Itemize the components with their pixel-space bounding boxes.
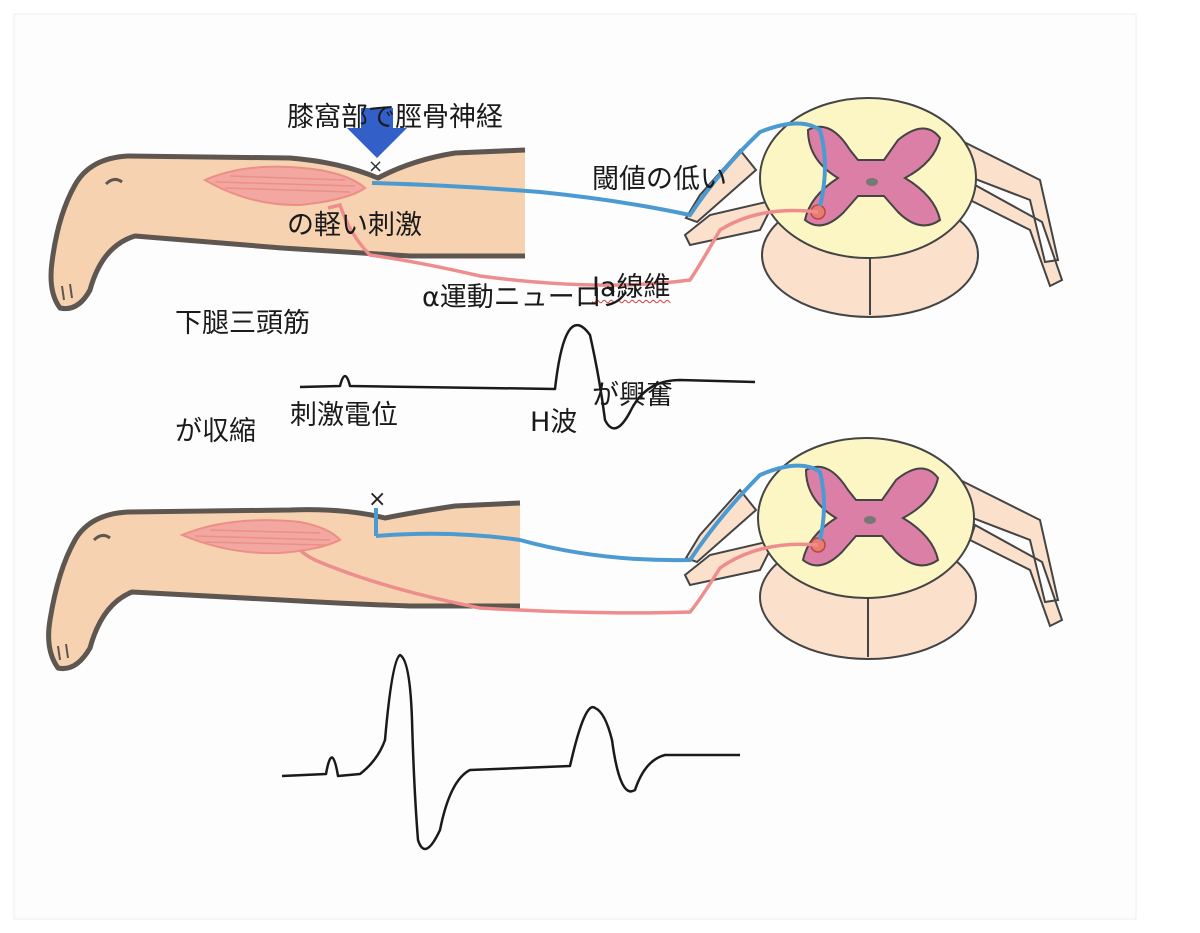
stimulus-point-x-icon: ×: [368, 156, 383, 177]
top-leg-group: [48, 147, 526, 312]
bottom-spinal-cord: [683, 437, 1064, 660]
top-heel-mark: [104, 177, 123, 186]
top-toe-mark: [61, 283, 73, 301]
top-central-canal: [866, 178, 878, 186]
ia-fiber-label: 閾値の低い Ia線維 が興奮: [592, 90, 727, 450]
triceps-surae-line-2: が収縮: [175, 416, 256, 447]
alpha-motor-neuron-label: α運動ニューロン: [422, 282, 629, 313]
bottom-ia-fiber: [374, 463, 826, 563]
ia-fiber-line-2: Ia線維: [592, 272, 671, 303]
bottom-emg-trace: [281, 653, 740, 851]
stimulus-potential-label: 刺激電位: [290, 400, 398, 431]
triceps-surae-line-1: 下腿三頭筋: [175, 308, 310, 339]
bottom-heel-mark: [92, 533, 111, 542]
ia-fiber-line-1: 閾値の低い: [592, 164, 727, 195]
top-spinal-cord: [683, 97, 1064, 318]
top-alpha-motor-fiber: [327, 202, 819, 287]
stimulus-site-label: 膝窩部で脛骨神経 の軽い刺激: [287, 28, 503, 280]
bottom-leg: [48, 503, 520, 669]
bottom-toe-mark: [57, 643, 69, 661]
h-wave-label: H波: [530, 407, 578, 438]
bottom-stimulus-point-x-icon: ×: [368, 487, 386, 512]
top-ia-fiber: [371, 121, 827, 218]
stimulus-site-line-1: 膝窩部で脛骨神経: [287, 102, 503, 133]
stimulus-arrow-icon: [347, 108, 407, 158]
top-emg-trace: [299, 323, 756, 430]
stimulus-site-line-2: の軽い刺激: [287, 210, 422, 241]
bottom-leg-group: [46, 500, 521, 672]
bottom-alpha-motor-fiber: [298, 542, 819, 615]
ia-fiber-line-3: が興奮: [592, 380, 673, 411]
top-leg-outline: [48, 147, 526, 312]
top-cord-gray-matter: [803, 125, 942, 227]
bottom-muscle-fibers: [194, 529, 331, 546]
top-muscle-fibers: [214, 175, 356, 193]
bottom-leg-outline: [46, 500, 521, 672]
bottom-central-canal: [864, 516, 876, 524]
top-leg: [51, 150, 525, 309]
top-ventral-roots: [683, 148, 777, 247]
triceps-surae-label: 下腿三頭筋 が収縮: [175, 234, 310, 486]
